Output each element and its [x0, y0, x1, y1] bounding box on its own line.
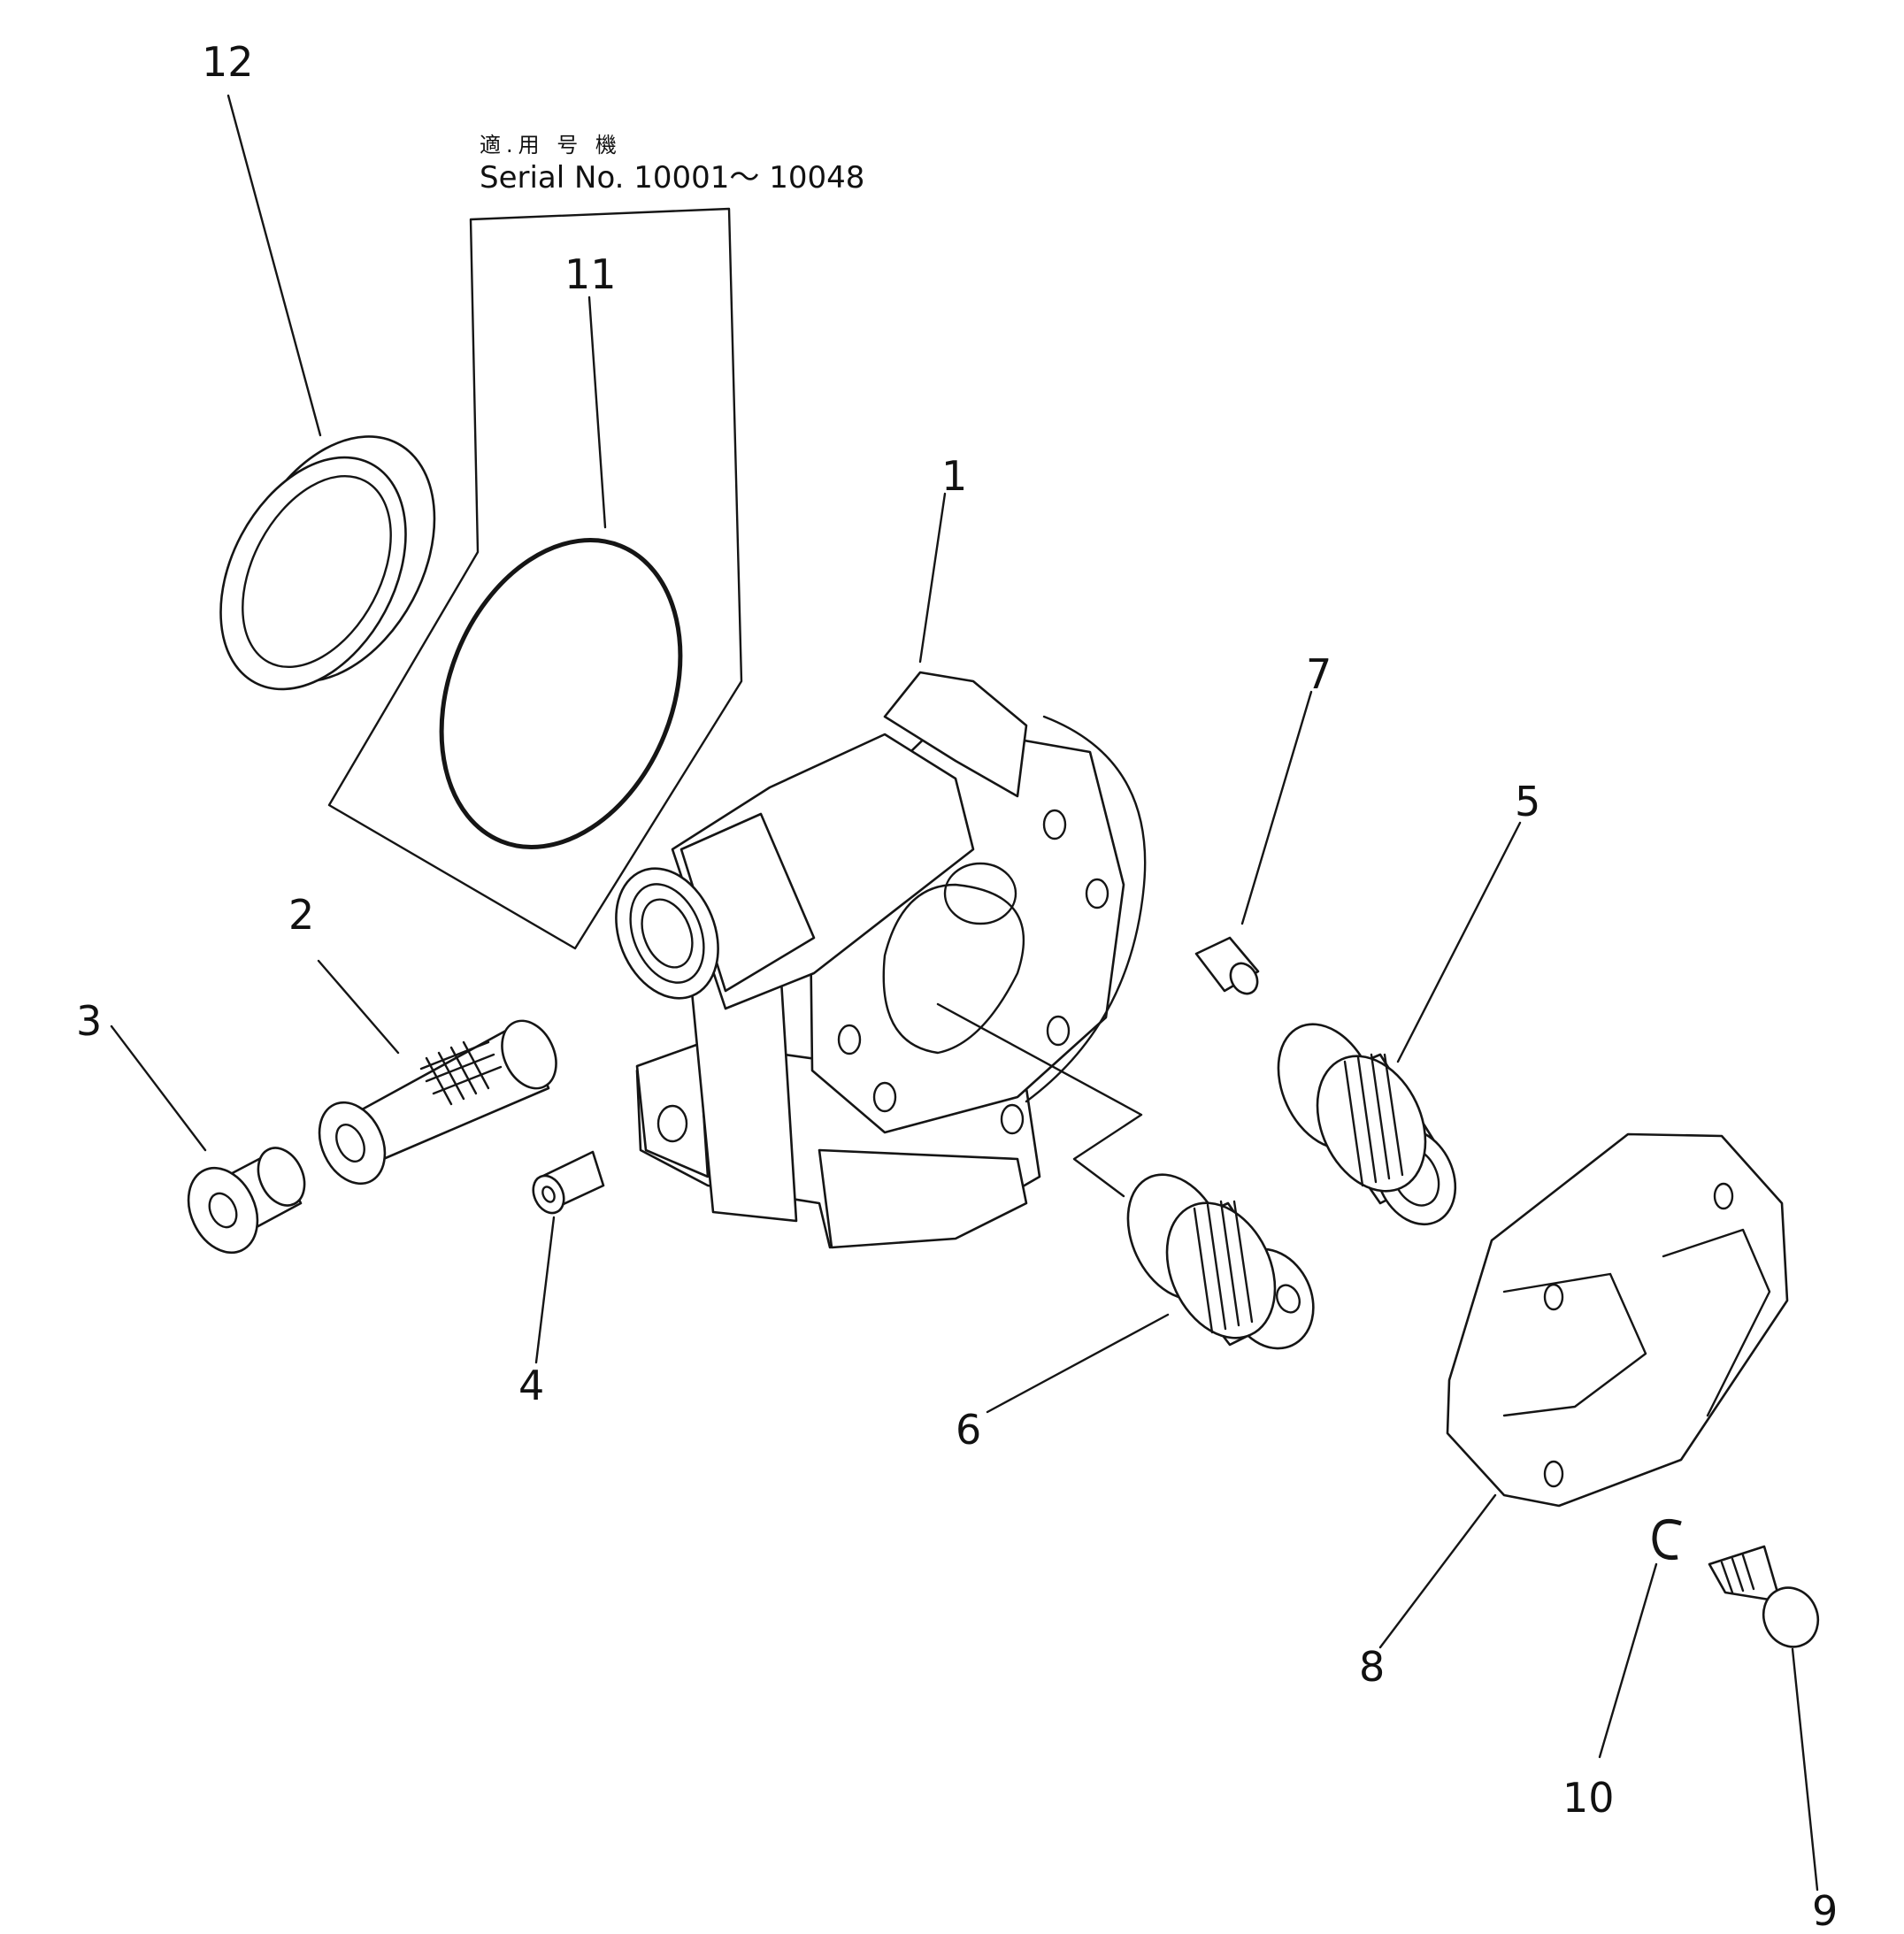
leader-lines [110, 94, 1819, 1892]
callout-7: 7 [1306, 650, 1332, 698]
serial-note-range: Serial No. 10001～ 10048 [480, 160, 864, 196]
callout-12: 12 [202, 38, 254, 86]
callout-8: 8 [1359, 1643, 1385, 1691]
part-12-seal-ring [219, 435, 436, 691]
part-7-dowel-pin [1194, 936, 1260, 995]
part-9-bolt [1708, 1545, 1820, 1648]
callout-10: 10 [1562, 1774, 1615, 1822]
callout-11: 11 [564, 250, 617, 298]
callout-2: 2 [288, 891, 314, 939]
part-1-pump-housing [615, 671, 1147, 1249]
part-5-gear [1277, 1023, 1457, 1226]
callout-3: 3 [76, 997, 102, 1045]
serial-note: 適.用 号 機 Serial No. 10001～ 10048 [480, 133, 864, 196]
callouts: 12 11 1 7 5 2 3 4 6 8 10 9 [76, 38, 1838, 1934]
part-6-gear [1126, 1173, 1315, 1350]
callout-9: 9 [1812, 1887, 1838, 1934]
part-4-small-plug [532, 1150, 605, 1215]
callout-5: 5 [1515, 778, 1540, 825]
callout-4: 4 [518, 1362, 544, 1409]
part-3-plug [187, 1147, 306, 1255]
callout-6: 6 [956, 1406, 981, 1454]
serial-bracket [327, 207, 743, 950]
callout-1: 1 [941, 452, 967, 500]
part-2-strainer [318, 1019, 557, 1186]
part-11-o-ring [439, 538, 683, 849]
serial-note-japanese: 適.用 号 機 [480, 133, 622, 157]
part-8-cover [1446, 1132, 1789, 1508]
part-10-washer [1652, 1518, 1682, 1561]
